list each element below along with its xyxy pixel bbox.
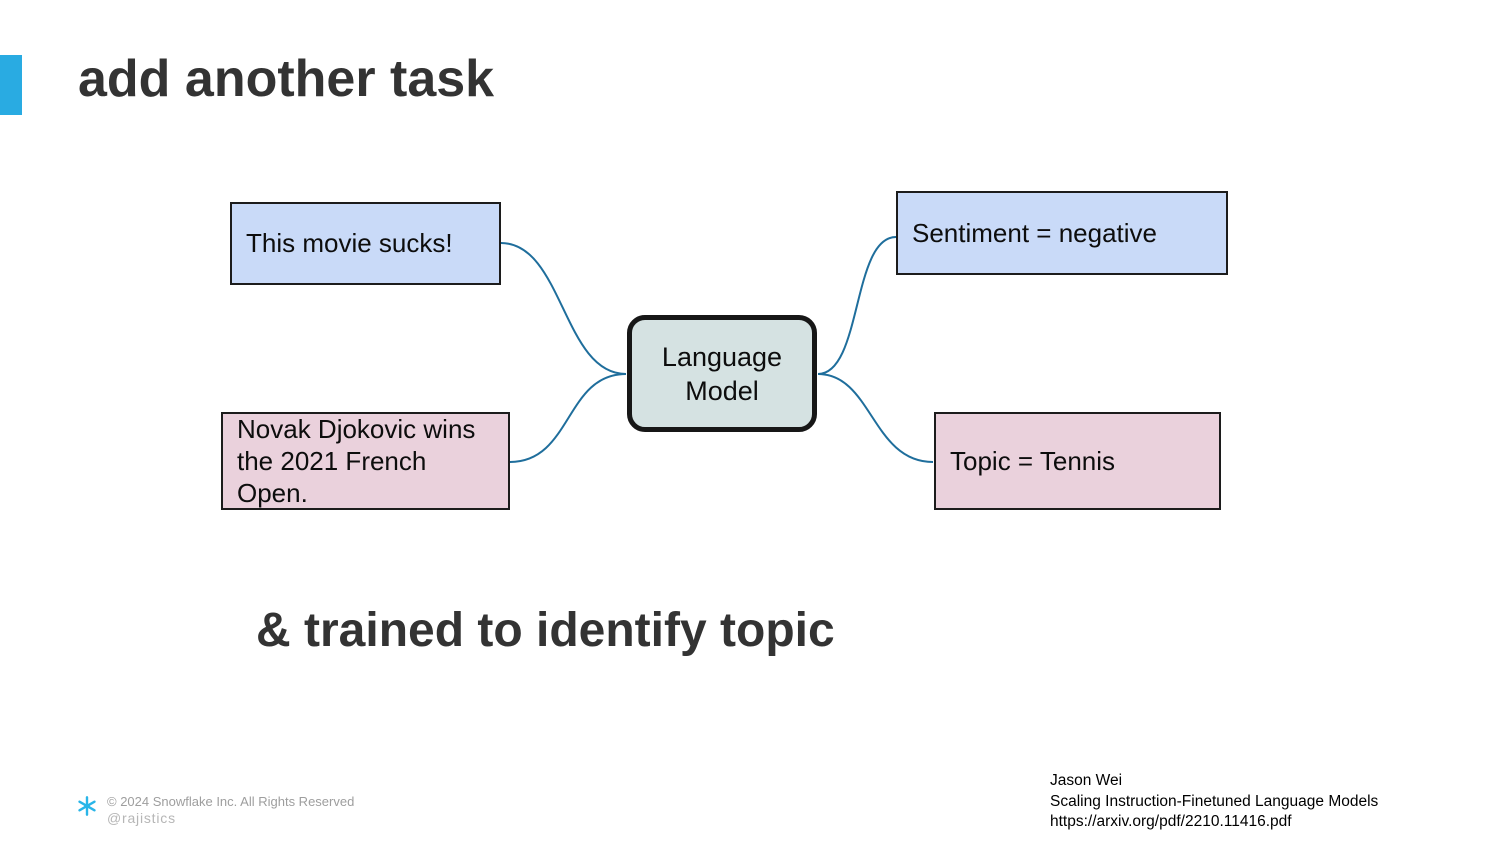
social-handle: @rajistics: [107, 810, 176, 826]
copyright-text: © 2024 Snowflake Inc. All Rights Reserve…: [107, 794, 355, 809]
connector-model-to-sentiment: [817, 236, 897, 375]
title-accent-bar: [0, 55, 22, 115]
node-output-sentiment-label: Sentiment = negative: [912, 217, 1157, 248]
node-input-sentiment: This movie sucks!: [230, 202, 501, 285]
snowflake-icon: [78, 796, 96, 816]
node-input-topic-label: Novak Djokovic wins the 2021 French Open…: [237, 414, 476, 508]
node-output-topic-label: Topic = Tennis: [950, 445, 1116, 476]
attribution-block: Jason Wei Scaling Instruction-Finetuned …: [1050, 771, 1378, 833]
slide-subtitle: & trained to identify topic: [256, 604, 835, 657]
node-input-topic: Novak Djokovic wins the 2021 French Open…: [221, 412, 510, 510]
connector-movie-to-model: [500, 242, 627, 375]
node-language-model-label: Language Model: [661, 341, 783, 406]
attribution-url: https://arxiv.org/pdf/2210.11416.pdf: [1050, 813, 1292, 830]
attribution-author: Jason Wei: [1050, 772, 1123, 789]
node-input-sentiment-label: This movie sucks!: [246, 228, 453, 258]
node-language-model: Language Model: [627, 315, 817, 432]
node-output-topic: Topic = Tennis: [934, 412, 1221, 510]
footer-left: © 2024 Snowflake Inc. All Rights Reserve…: [76, 793, 354, 827]
attribution-paper-title: Scaling Instruction-Finetuned Language M…: [1050, 792, 1379, 810]
footer-left-text: © 2024 Snowflake Inc. All Rights Reserve…: [107, 793, 354, 827]
page-title: add another task: [78, 50, 495, 108]
connector-model-to-topic: [817, 373, 934, 463]
connector-novak-to-model: [509, 373, 627, 463]
node-output-sentiment: Sentiment = negative: [896, 191, 1228, 275]
